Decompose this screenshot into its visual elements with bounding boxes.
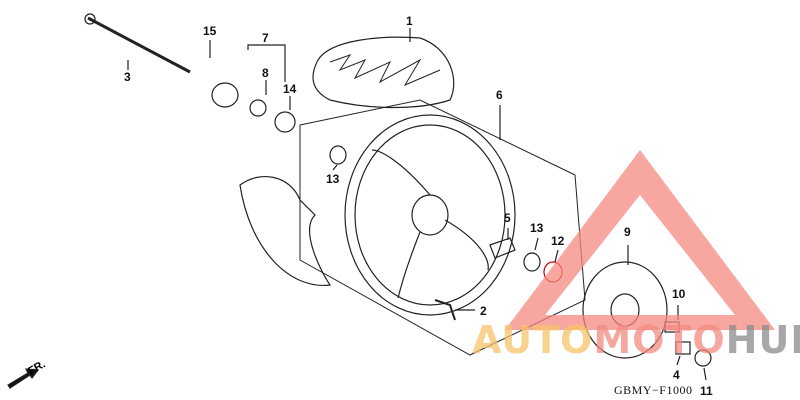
callout-12: 12 [551,234,565,248]
callout-4: 4 [673,368,680,382]
watermark-triangle-icon [505,150,775,330]
wheel-hub [411,194,449,236]
callout-15: 15 [203,24,217,38]
callout-1: 1 [406,14,413,28]
axle-head [84,13,96,25]
retainer [249,99,267,117]
collar-small [675,341,691,355]
callout-13: 13 [530,221,544,235]
wheel-rim [344,114,516,316]
callout-8: 8 [262,66,269,80]
valve [434,299,456,321]
speedo-gear [211,82,239,108]
bearing-left [329,145,347,165]
wheel-box [299,99,586,356]
watermark-part-moto: MOTO [593,318,726,362]
fender [239,176,332,286]
bearing-right [523,252,541,272]
callout-10: 10 [672,287,686,301]
callout-13: 13 [326,172,340,186]
watermark-part-hub: HUB [725,318,800,362]
brake-disc [582,261,668,359]
front-arrow-icon [7,368,40,389]
nut [694,349,712,367]
axle [87,16,191,74]
collar [489,237,516,259]
callout-6: 6 [496,88,503,102]
diagram-code: GBMY−F1000 [614,383,693,397]
callout-3: 3 [124,70,131,84]
oil-seal [274,111,296,133]
callout-11: 11 [700,384,713,398]
callout-2: 2 [480,304,487,318]
tire [312,36,455,109]
watermark-logo: AUTOMOTOHUB [472,318,800,362]
callout-14: 14 [283,82,297,96]
callout-5: 5 [504,211,511,225]
callout-9: 9 [624,225,631,239]
watermark-part-auto: AUTO [472,318,594,362]
callout-7: 7 [262,31,269,45]
